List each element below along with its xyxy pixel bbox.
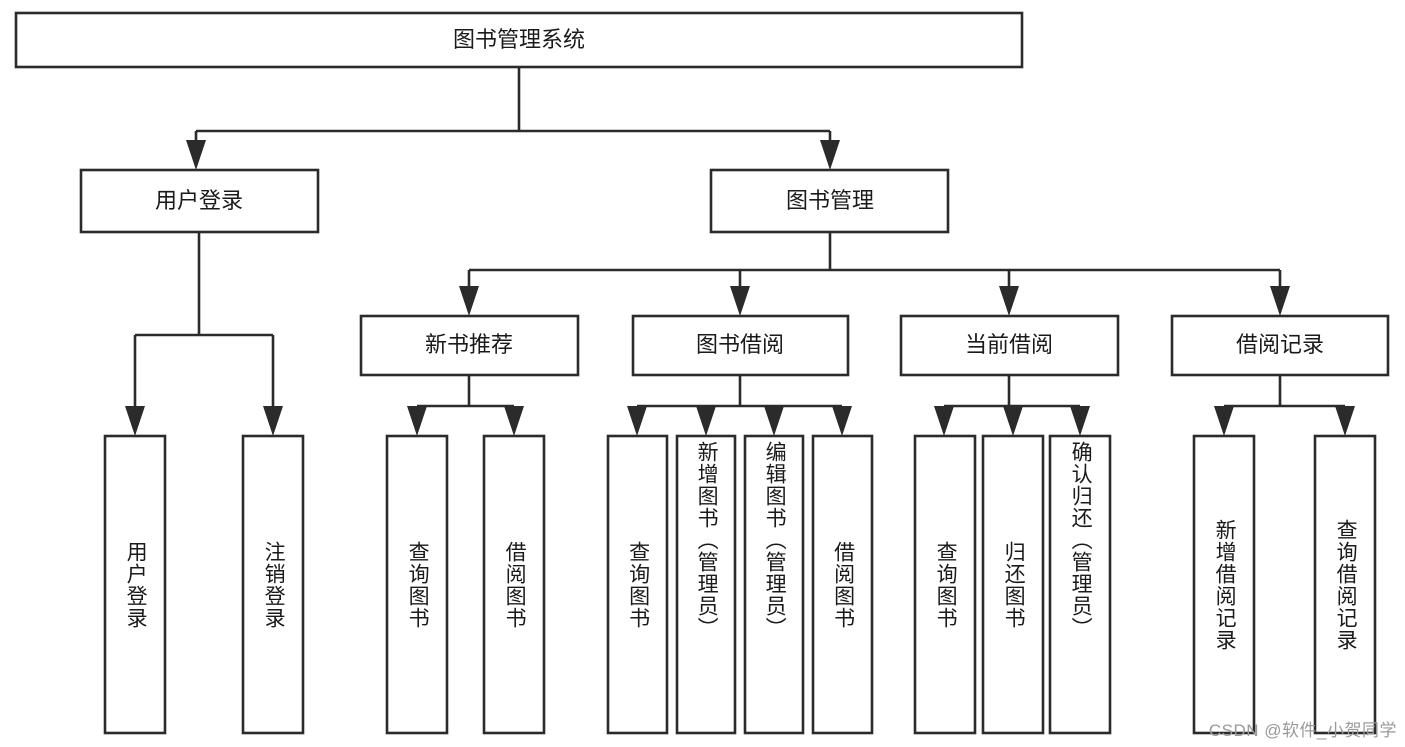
arrow-head-leaf-add-book (696, 406, 716, 436)
arrow-head-book-borrow (730, 286, 750, 316)
node-borrow-record-label: 借阅记录 (1236, 332, 1324, 357)
node-new-book-recommend[interactable]: 新书推荐 (359, 314, 580, 377)
arrow-head-book-manage (820, 140, 840, 170)
node-leaf-user-logout-box[interactable] (241, 434, 305, 735)
connector-group-book-manage-to-level3 (459, 232, 1290, 316)
node-current-borrow-box[interactable] (899, 314, 1120, 377)
node-user-login[interactable]: 用户登录 (79, 168, 320, 234)
node-new-book-recommend-box[interactable] (359, 314, 580, 377)
node-book-manage-label: 图书管理 (786, 188, 874, 213)
arrow-head-new-book-recommend (459, 286, 479, 316)
connector-group-user-login-to-leaves (125, 232, 283, 436)
arrow-head-leaf-user-login (125, 406, 145, 436)
connector-group-new-book-to-leaves (407, 375, 524, 436)
arrow-head-user-login (186, 140, 206, 170)
node-leaf-add-record-box[interactable] (1192, 434, 1256, 735)
arrow-head-leaf-query-book-3 (934, 406, 954, 436)
node-user-login-label: 用户登录 (155, 188, 243, 213)
connector-group-book-borrow-to-leaves (627, 375, 852, 436)
csdn-watermark: CSDN @软件_小贺同学 (1208, 721, 1397, 740)
node-root-box[interactable] (14, 11, 1024, 69)
node-leaf-add-book-box[interactable] (675, 434, 737, 735)
arrow-head-leaf-edit-book (764, 406, 784, 436)
node-leaf-confirm-return-box[interactable] (1048, 434, 1112, 735)
node-book-manage[interactable]: 图书管理 (709, 168, 950, 234)
connector-group-borrow-record-to-leaves (1214, 375, 1355, 436)
arrow-head-leaf-confirm-return (1070, 406, 1090, 436)
node-root-label: 图书管理系统 (453, 27, 585, 52)
arrow-head-leaf-return-book (1003, 406, 1023, 436)
node-book-borrow-box[interactable] (631, 314, 850, 377)
node-leaf-return-book-box[interactable] (981, 434, 1045, 735)
arrow-head-leaf-user-logout (263, 406, 283, 436)
node-leaf-query-book-2-box[interactable] (606, 434, 669, 735)
node-borrow-record-box[interactable] (1170, 314, 1390, 377)
connector-group-current-borrow-to-leaves (934, 375, 1090, 436)
arrow-head-leaf-query-book-1 (407, 406, 427, 436)
node-root[interactable]: 图书管理系统 (14, 11, 1024, 69)
node-leaf-borrow-book-2-box[interactable] (811, 434, 874, 735)
node-book-borrow-label: 图书借阅 (696, 332, 784, 357)
arrow-head-leaf-borrow-book-1 (504, 406, 524, 436)
node-borrow-record[interactable]: 借阅记录 (1170, 314, 1390, 377)
arrow-head-leaf-borrow-book-2 (832, 406, 852, 436)
node-book-borrow[interactable]: 图书借阅 (631, 314, 850, 377)
node-current-borrow-label: 当前借阅 (965, 332, 1053, 357)
node-leaf-query-book-3-box[interactable] (913, 434, 977, 735)
node-user-login-box[interactable] (79, 168, 320, 234)
node-book-manage-box[interactable] (709, 168, 950, 234)
connector-group-root-to-level2 (186, 67, 840, 170)
node-new-book-recommend-label: 新书推荐 (425, 332, 513, 357)
node-current-borrow[interactable]: 当前借阅 (899, 314, 1120, 377)
node-leaf-edit-book-box[interactable] (743, 434, 805, 735)
node-leaf-query-book-1-box[interactable] (385, 434, 449, 735)
arrow-head-leaf-add-record (1214, 406, 1234, 436)
arrow-head-current-borrow (999, 286, 1019, 316)
arrow-head-borrow-record (1270, 286, 1290, 316)
arrow-head-leaf-query-record (1335, 406, 1355, 436)
arrow-head-leaf-query-book-2 (627, 406, 647, 436)
node-leaf-borrow-book-1-box[interactable] (482, 434, 546, 735)
node-leaf-query-record-box[interactable] (1313, 434, 1377, 735)
node-leaf-user-login-box[interactable] (103, 434, 167, 735)
